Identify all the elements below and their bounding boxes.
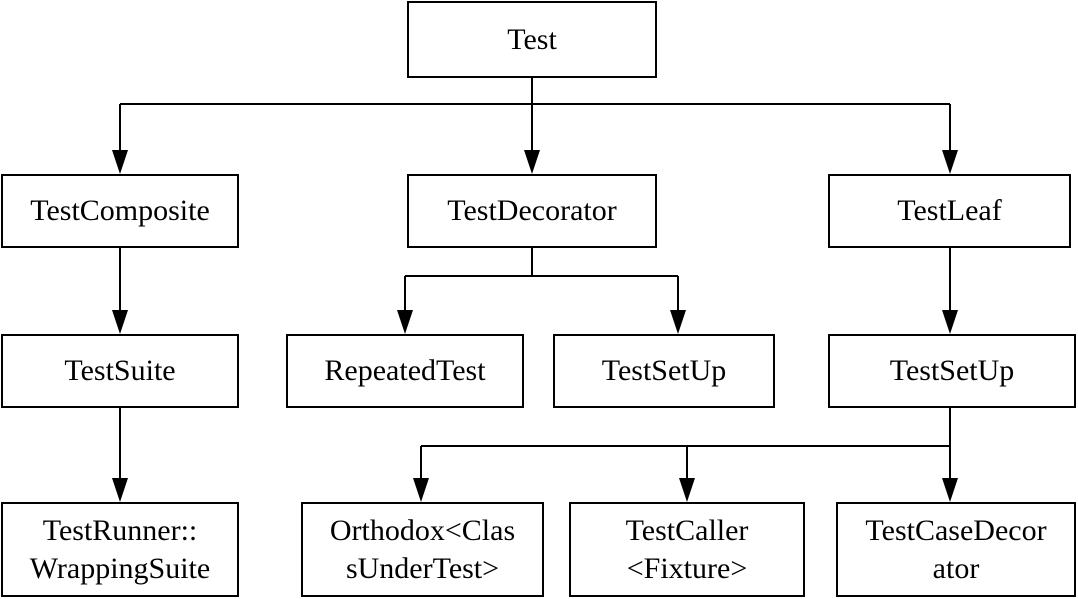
node-test-setup-leaf-child: TestSetUp xyxy=(828,334,1076,408)
node-test-leaf: TestLeaf xyxy=(828,174,1071,248)
arrowhead-test-leaf xyxy=(942,150,958,174)
arrowhead-test-composite xyxy=(112,150,128,174)
node-test: Test xyxy=(407,1,657,78)
arrowhead-decorator-repeated xyxy=(397,310,413,334)
node-label: Test xyxy=(507,22,557,56)
node-label: TestDecorator xyxy=(447,194,617,227)
node-test-composite: TestComposite xyxy=(1,174,239,248)
node-label: TestSuite xyxy=(64,354,176,387)
node-label: RepeatedTest xyxy=(324,354,486,387)
arrowhead-decorator-setup xyxy=(670,310,686,334)
arrowhead-setup-caller xyxy=(679,478,695,502)
arrowhead-leaf-setup xyxy=(942,310,958,334)
node-label: TestSetUp xyxy=(601,354,727,387)
node-label-line-1: TestRunner:: xyxy=(42,513,198,547)
arrowhead-setup-orthodox xyxy=(413,478,429,502)
node-label: TestComposite xyxy=(30,194,210,227)
node-label-line-2: <Fixture> xyxy=(626,551,748,585)
node-label-line-1: TestCaller xyxy=(625,513,749,547)
node-label-line-2: WrappingSuite xyxy=(29,551,211,585)
node-label-line-1: TestCaseDecor xyxy=(865,513,1047,547)
node-test-decorator: TestDecorator xyxy=(407,174,657,248)
node-test-suite: TestSuite xyxy=(1,334,239,408)
node-test-case-decorator: TestCaseDecor ator xyxy=(836,502,1076,597)
node-label-line-1: Orthodox<Clas xyxy=(329,513,516,547)
node-label-line-2: sUnderTest> xyxy=(345,551,500,585)
arrowhead-composite-suite xyxy=(112,310,128,334)
arrowhead-suite-runner xyxy=(112,478,128,502)
node-test-setup-decorator-child: TestSetUp xyxy=(553,334,775,408)
node-wrapping-suite: TestRunner:: WrappingSuite xyxy=(1,502,239,597)
node-orthodox: Orthodox<Clas sUnderTest> xyxy=(301,502,544,597)
node-label-line-2: ator xyxy=(932,551,980,585)
node-repeated-test: RepeatedTest xyxy=(286,334,524,408)
node-label: TestLeaf xyxy=(897,194,1002,227)
node-label: TestSetUp xyxy=(889,354,1015,387)
arrowhead-setup-casedecorator xyxy=(942,478,958,502)
arrowhead-test-decorator xyxy=(524,150,540,174)
node-test-caller: TestCaller <Fixture> xyxy=(569,502,805,597)
